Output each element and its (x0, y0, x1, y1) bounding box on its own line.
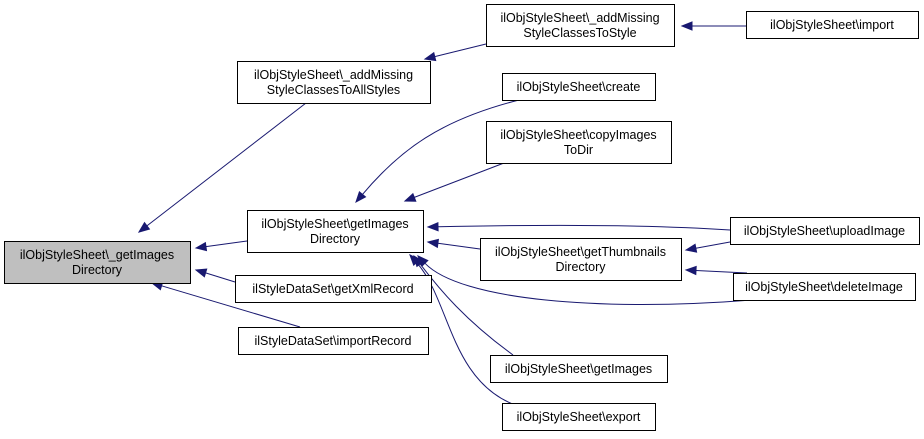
node-label-line: Directory (555, 260, 606, 274)
node-box (490, 355, 668, 383)
node-import-record[interactable]: ilStyleDataSet\importRecord (238, 327, 429, 355)
node-box (746, 11, 919, 39)
arrowhead (426, 238, 439, 249)
node-add-missing-style-classes-to-all-styles[interactable]: ilObjStyleSheet\_addMissingStyleClassesT… (237, 61, 431, 104)
node-label-line: ilObjStyleSheet\import (770, 18, 894, 32)
edge-delete-image-to-get-thumbnails-directory (684, 265, 748, 276)
arrowhead (403, 192, 417, 202)
arrowhead (680, 21, 693, 31)
node-add-missing-style-classes-to-style[interactable]: ilObjStyleSheet\_addMissingStyleClassesT… (486, 4, 675, 47)
arrowhead (194, 268, 208, 278)
edge-import-to-add-missing-style-classes-to-style (680, 21, 746, 31)
arrowhead (355, 190, 367, 204)
edge-get-xml-record-to-get-images-directory-private (194, 268, 236, 283)
arrowhead (426, 222, 439, 232)
node-box (238, 327, 429, 355)
edge-line (161, 285, 301, 328)
node-box (237, 61, 431, 104)
edge-line (362, 99, 520, 195)
edge-line (437, 242, 481, 250)
node-label-line: ilStyleDataSet\importRecord (254, 334, 411, 348)
node-upload-image[interactable]: ilObjStyleSheet\uploadImage (730, 217, 920, 245)
node-label-line: ilObjStyleSheet\export (517, 410, 641, 424)
node-box (502, 403, 656, 431)
node-label-line: ilObjStyleSheet\getThumbnails (495, 245, 666, 259)
node-import[interactable]: ilObjStyleSheet\import (746, 11, 919, 39)
node-create[interactable]: ilObjStyleSheet\create (502, 73, 656, 101)
node-get-images[interactable]: ilObjStyleSheet\getImages (490, 355, 668, 383)
arrowhead (194, 241, 208, 252)
node-box (486, 4, 675, 47)
nodes-layer: ilObjStyleSheet\_getImagesDirectoryilObj… (4, 4, 920, 431)
edge-add-missing-style-classes-to-all-styles-to-get-images-directory-private (137, 102, 307, 233)
node-delete-image[interactable]: ilObjStyleSheet\deleteImage (733, 273, 916, 301)
edge-line (437, 224, 731, 231)
arrowhead (423, 51, 437, 62)
node-label-line: ToDir (564, 143, 593, 157)
node-label-line: ilStyleDataSet\getXmlRecord (252, 282, 413, 296)
node-label-line: StyleClassesToStyle (523, 26, 636, 40)
node-get-xml-record[interactable]: ilStyleDataSet\getXmlRecord (235, 275, 432, 303)
node-box (502, 73, 656, 101)
node-box (235, 275, 432, 303)
node-label-line: ilObjStyleSheet\getImages (261, 217, 408, 231)
node-label-line: ilObjStyleSheet\uploadImage (744, 224, 905, 238)
arrowhead (409, 253, 421, 266)
node-label-line: ilObjStyleSheet\create (517, 80, 641, 94)
edge-line (205, 240, 248, 248)
node-label-line: ilObjStyleSheet\deleteImage (745, 280, 903, 294)
node-label-line: Directory (72, 263, 123, 277)
node-export[interactable]: ilObjStyleSheet\export (502, 403, 656, 431)
node-box (733, 273, 916, 301)
edge-upload-image-to-get-images-directory (426, 222, 731, 232)
edge-line (695, 270, 748, 274)
edge-get-thumbnails-directory-to-get-images-directory (426, 238, 481, 250)
edges-layer (137, 21, 753, 406)
edge-upload-image-to-get-thumbnails-directory (684, 241, 731, 253)
node-label-line: ilObjStyleSheet\_addMissing (254, 68, 413, 82)
node-box (247, 210, 424, 253)
edge-line (434, 43, 487, 58)
node-label-line: Directory (310, 232, 361, 246)
edge-line (695, 241, 731, 249)
node-label-line: ilObjStyleSheet\_getImages (20, 248, 174, 262)
node-box (480, 238, 682, 281)
node-box (486, 121, 672, 164)
node-box (4, 241, 191, 284)
edge-line (414, 162, 505, 198)
node-label-line: ilObjStyleSheet\getImages (505, 362, 652, 376)
arrowhead (684, 265, 697, 276)
node-label-line: ilObjStyleSheet\_addMissing (500, 11, 659, 25)
arrowhead (684, 243, 698, 253)
edge-copy-images-to-dir-to-get-images-directory (403, 162, 505, 202)
node-box (730, 217, 920, 245)
edge-line (205, 272, 236, 283)
edge-line (419, 263, 514, 356)
edge-line (146, 102, 307, 227)
edge-line (424, 262, 753, 305)
edge-add-missing-style-classes-to-style-to-add-missing-style-classes-to-all-styles (423, 43, 487, 62)
node-label-line: ilObjStyleSheet\copyImages (500, 128, 656, 142)
edge-get-images-directory-to-get-images-directory-private (194, 240, 248, 252)
node-label-line: StyleClassesToAllStyles (267, 83, 400, 97)
edge-create-to-get-images-directory (355, 99, 520, 204)
arrowhead (137, 221, 151, 233)
